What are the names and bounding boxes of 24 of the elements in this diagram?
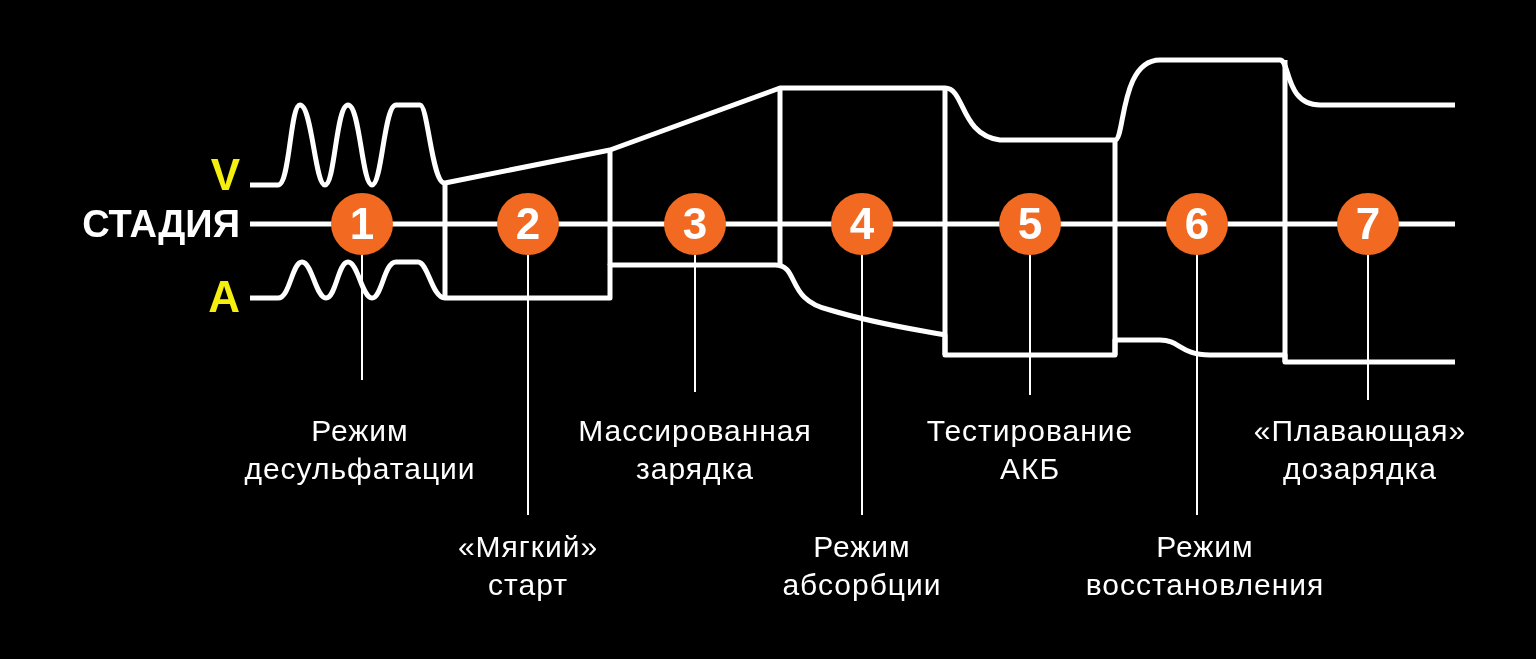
stage-caption: Режим десульфатации xyxy=(244,380,476,488)
stage-axis-label: СТАДИЯ xyxy=(82,203,240,246)
stage-number-circle: 1 xyxy=(331,193,393,255)
current-axis-label: A xyxy=(208,272,240,322)
stage-number-circle: 7 xyxy=(1337,193,1399,255)
stage-caption: Тестирование АКБ xyxy=(926,395,1134,488)
leader-line xyxy=(1367,254,1369,401)
leader-line xyxy=(361,254,363,381)
stage-caption: Режим восстановления xyxy=(1085,515,1325,604)
stage-number-circle: 5 xyxy=(999,193,1061,255)
voltage-axis-label: V xyxy=(210,150,240,200)
leader-line xyxy=(527,254,529,516)
stage-caption: «Мягкий» старт xyxy=(457,515,599,604)
leader-line xyxy=(694,254,696,393)
stage-caption: Режим абсорбции xyxy=(782,515,942,604)
stage-number-circle: 6 xyxy=(1166,193,1228,255)
leader-line xyxy=(1196,254,1198,516)
stage-number-circle: 2 xyxy=(497,193,559,255)
stage-number-circle: 4 xyxy=(831,193,893,255)
stage-caption: Массированная зарядка xyxy=(578,392,812,488)
stage-number-circle: 3 xyxy=(664,193,726,255)
leader-line xyxy=(1029,254,1031,396)
leader-line xyxy=(861,254,863,516)
stage-caption: «Плавающая» дозарядка xyxy=(1253,400,1467,488)
